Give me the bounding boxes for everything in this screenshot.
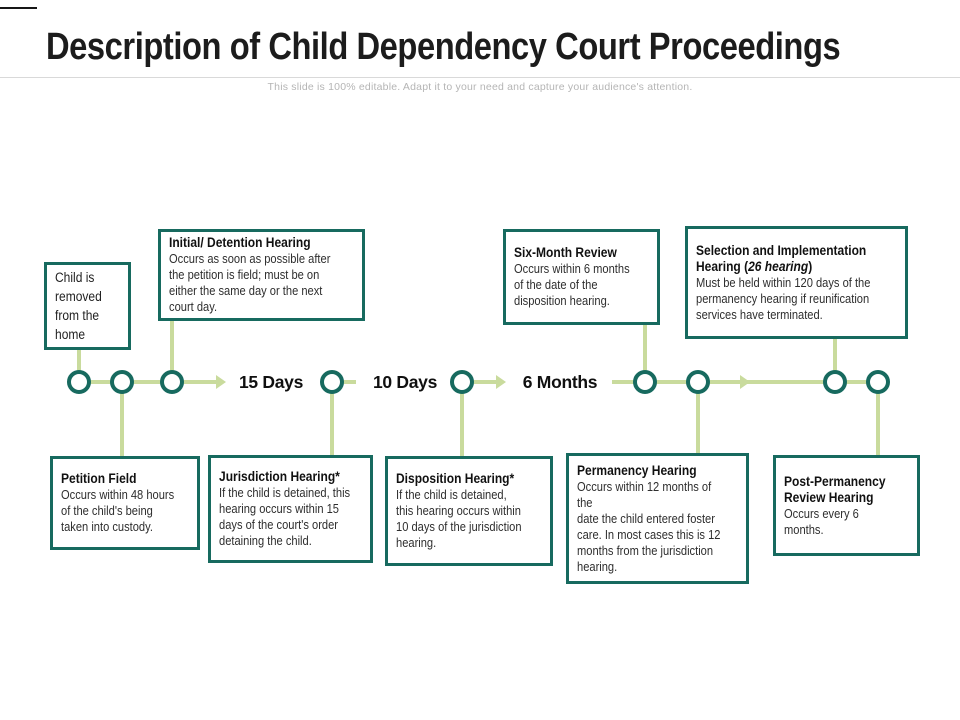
arrow-right-icon	[496, 375, 506, 389]
box-child-removed-body: Child is removed from the home	[55, 270, 102, 342]
box-permanency-hearing-title: Permanency Hearing	[577, 462, 697, 478]
box-six-month-review-title: Six-Month Review	[514, 245, 617, 260]
connector-line	[696, 382, 700, 454]
separator-line	[0, 77, 960, 78]
title-italic-text: 26 hearing	[748, 258, 809, 274]
timeline-label: 10 Days	[372, 372, 438, 392]
arrow-right-icon	[740, 375, 750, 389]
slide-subtitle: This slide is 100% editable. Adapt it to…	[267, 81, 693, 93]
box-petition-field-body: Occurs within 48 hours of the child's be…	[61, 488, 175, 534]
box-petition-field-title: Petition Field	[61, 471, 137, 486]
box-selection-implementation-hearing-title: Selection and Implementation Hearing (26…	[696, 243, 881, 275]
page-title: Description of Child Dependency Court Pr…	[46, 26, 841, 68]
connector-line	[643, 324, 647, 384]
box-post-permanency-review-hearing-title: Post-Permanency Review Hearing	[784, 473, 886, 505]
timeline-segment	[332, 380, 356, 384]
box-disposition-hearing: Disposition Hearing* If the child is det…	[385, 456, 553, 566]
timeline-segment	[645, 380, 698, 384]
connector-line	[120, 382, 124, 457]
timeline-segment	[612, 380, 645, 384]
title-text: Selection and Implementation Hearing (	[696, 242, 867, 274]
box-jurisdiction-hearing-body: If the child is detained, this hearing o…	[219, 486, 351, 548]
box-initial-detention-hearing-title: Initial/ Detention Hearing	[169, 235, 311, 250]
box-petition-field: Petition Field Occurs within 48 hours of…	[50, 456, 200, 550]
box-post-permanency-review-hearing-body: Occurs every 6 months.	[784, 506, 859, 537]
connector-line	[876, 382, 880, 456]
box-selection-implementation-hearing-body: Must be held within 120 days of the perm…	[696, 275, 871, 322]
timeline-label: 6 Months	[522, 372, 598, 392]
connector-line	[833, 338, 837, 384]
box-jurisdiction-hearing: Jurisdiction Hearing* If the child is de…	[208, 455, 373, 563]
title-text: )	[808, 258, 813, 274]
connector-line	[170, 319, 174, 384]
box-permanency-hearing: Permanency Hearing Occurs within 12 mont…	[566, 453, 749, 584]
box-disposition-hearing-title: Disposition Hearing*	[396, 471, 515, 486]
timeline-node	[686, 370, 710, 394]
box-child-removed: Child is removed from the home	[44, 262, 131, 350]
box-post-permanency-review-hearing: Post-Permanency Review Hearing Occurs ev…	[773, 455, 920, 556]
arrow-right-icon	[216, 375, 226, 389]
connector-line	[77, 348, 81, 384]
box-initial-detention-hearing: Initial/ Detention Hearing Occurs as soo…	[158, 229, 365, 321]
corner-mark	[0, 7, 37, 9]
timeline-segment	[835, 380, 878, 384]
box-initial-detention-hearing-body: Occurs as soon as possible after the pet…	[169, 252, 331, 314]
timeline-node	[823, 370, 847, 394]
box-selection-implementation-hearing: Selection and Implementation Hearing (26…	[685, 226, 908, 339]
box-six-month-review-body: Occurs within 6 months of the date of th…	[514, 262, 630, 308]
timeline-node	[633, 370, 657, 394]
timeline-segment	[172, 380, 216, 384]
box-jurisdiction-hearing-title: Jurisdiction Hearing*	[219, 469, 340, 484]
timeline-label: 15 Days	[238, 372, 304, 392]
box-permanency-hearing-body: Occurs within 12 months of the date the …	[577, 479, 721, 574]
timeline-node	[160, 370, 184, 394]
timeline-node	[320, 370, 344, 394]
box-six-month-review: Six-Month Review Occurs within 6 months …	[503, 229, 660, 325]
timeline-segment	[462, 380, 496, 384]
connector-line	[330, 382, 334, 456]
timeline-node	[67, 370, 91, 394]
connector-line	[460, 382, 464, 457]
timeline-node	[450, 370, 474, 394]
timeline-node	[866, 370, 890, 394]
timeline-node	[110, 370, 134, 394]
box-disposition-hearing-body: If the child is detained, this hearing o…	[396, 488, 522, 550]
timeline-segment	[698, 380, 835, 384]
